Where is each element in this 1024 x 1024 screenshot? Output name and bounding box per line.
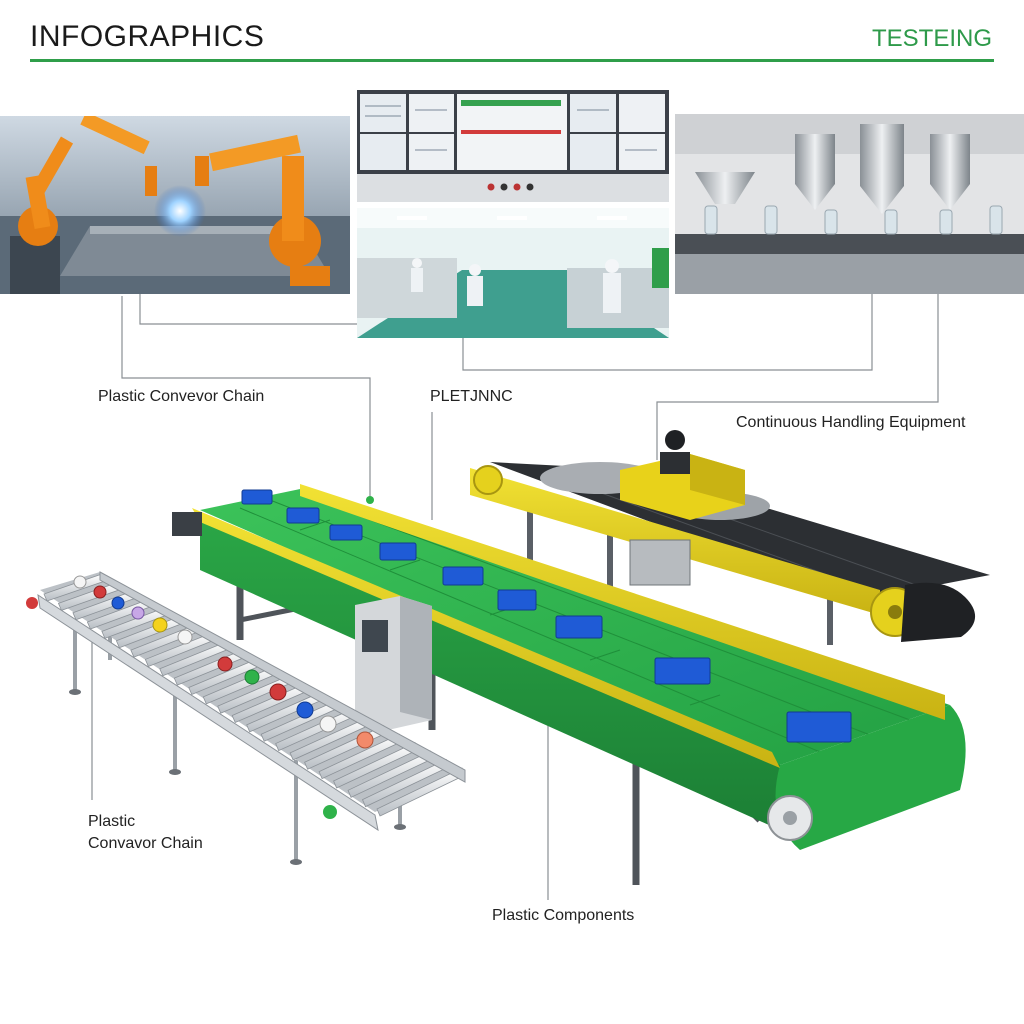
callout-plastic-components: Plastic Components — [492, 907, 635, 924]
callout-plastic-conveyor-chain-bottom: Plastic Convavor Chain — [88, 811, 203, 855]
leader-lines — [91, 294, 939, 900]
callout-plastic-conveyor-chain-top: Plastic Convevor Chain — [98, 388, 265, 405]
green-belt-conveyor — [172, 484, 966, 885]
callout-continuous-handling-equipment: Continuous Handling Equipment — [736, 414, 966, 431]
callout-pletjnnc: PLETJNNC — [430, 388, 513, 405]
clean-room-photo — [357, 208, 669, 338]
page-title: INFOGRAPHICS — [30, 20, 265, 53]
callout-bottom-line1: Plastic — [88, 813, 136, 830]
control-screens-photo — [357, 90, 669, 202]
handling-equipment-conveyor — [470, 430, 990, 645]
callout-bottom-line2: Convavor Chain — [88, 835, 203, 852]
bottle-filling-photo — [675, 114, 1024, 294]
robot-welding-photo — [0, 116, 350, 294]
roller-conveyor — [26, 571, 466, 865]
header-divider — [30, 59, 994, 62]
header-tag: TESTEING — [871, 25, 992, 52]
